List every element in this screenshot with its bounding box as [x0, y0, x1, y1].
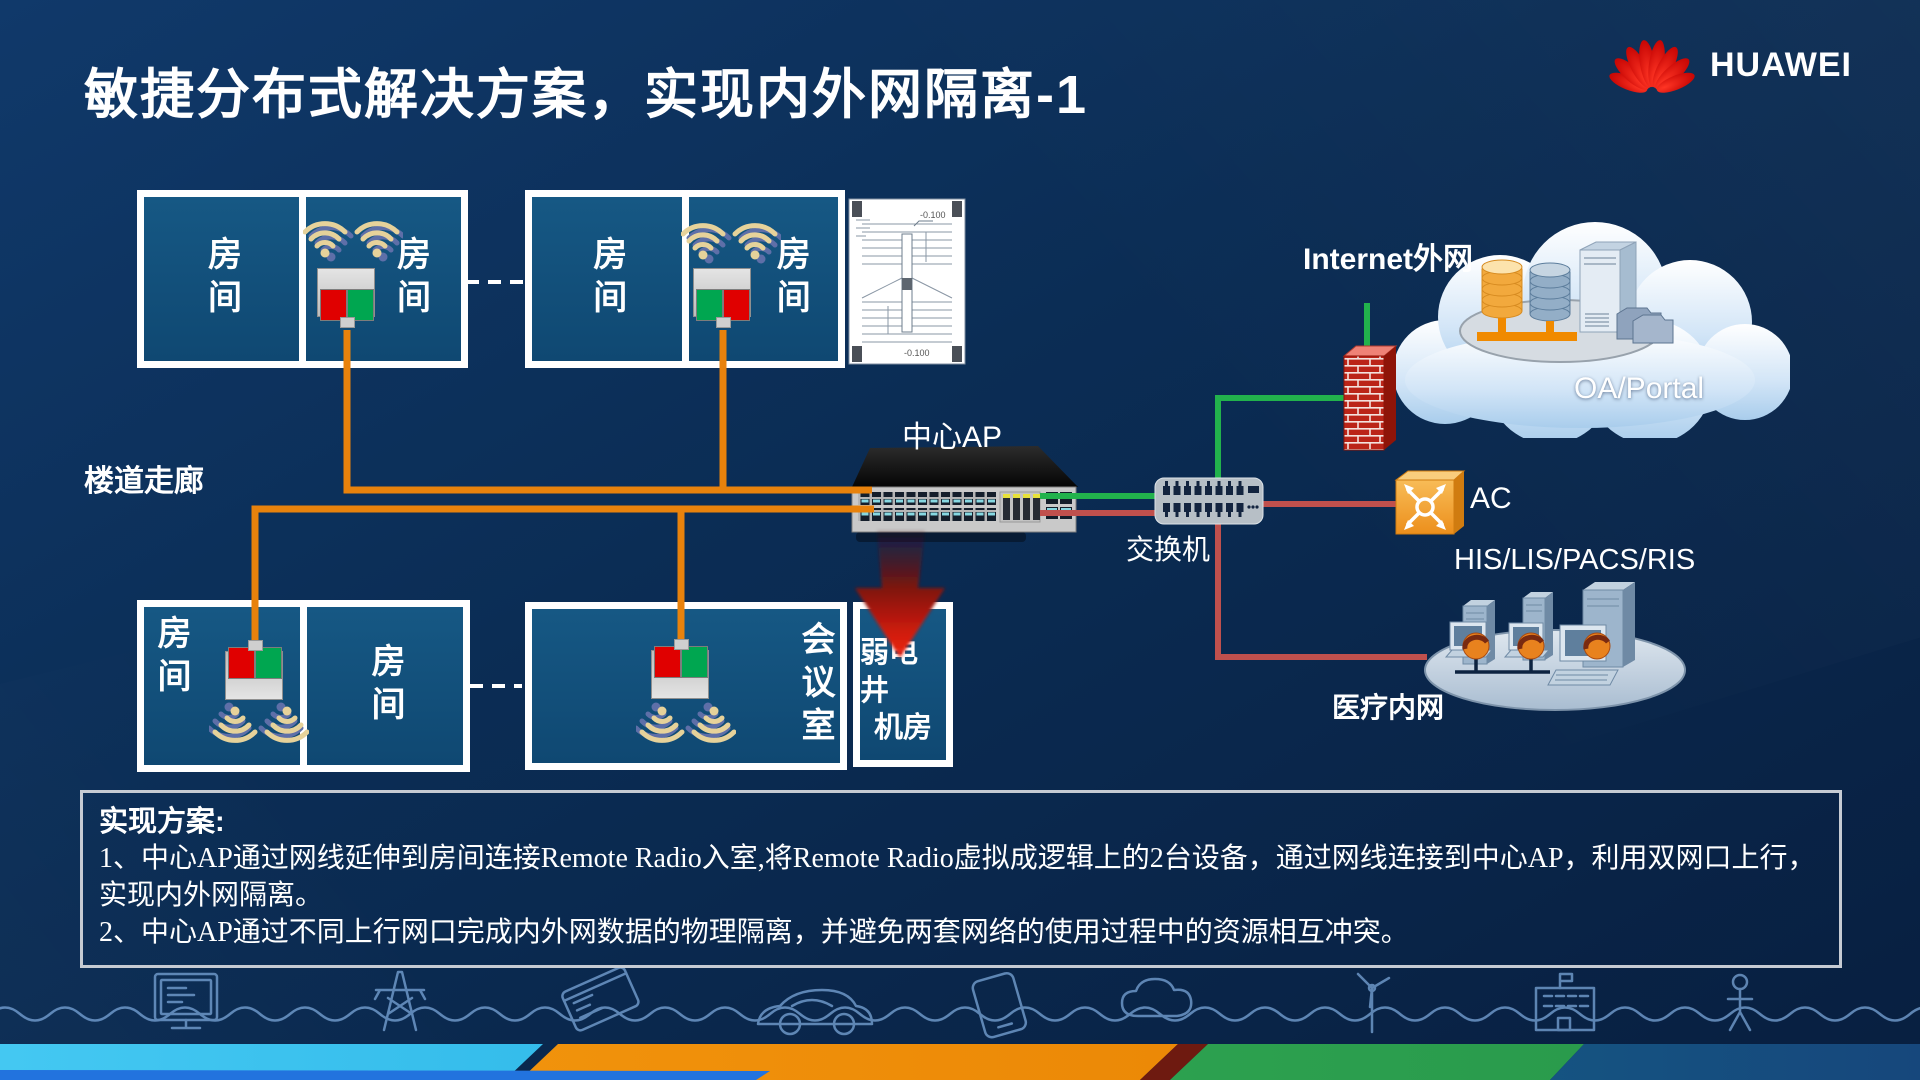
oa-portal-label: OA/Portal: [1574, 372, 1705, 405]
device-connector: [248, 640, 263, 651]
huawei-wordmark: HUAWEI: [1710, 45, 1852, 84]
meeting-room-label: 会议室: [796, 621, 834, 750]
wifi-icon: [209, 702, 309, 754]
wave-line: [0, 1006, 1920, 1022]
solution-item-2: 2、中心AP通过不同上行网口完成内外网数据的物理隔离，并避免两套网络的使用过程中…: [99, 917, 1409, 949]
room-label: 房间: [152, 615, 190, 701]
room-group-top-left: 房间 房间: [137, 190, 468, 368]
remote-radio-device: [225, 640, 283, 700]
ac-label: AC: [1470, 482, 1512, 515]
weak-room-label-2: 机房: [873, 712, 932, 745]
device-connector: [340, 317, 355, 328]
room: 房间: [532, 197, 682, 361]
his-lis-pacs-ris-label: HIS/LIS/PACS/RIS: [1454, 544, 1696, 576]
huawei-logo: HUAWEI: [1608, 34, 1852, 96]
remote-radio-device: [651, 639, 709, 699]
wind-turbine-icon: [1356, 972, 1391, 1034]
device-red-port: [723, 289, 750, 321]
person-icon: [1726, 973, 1754, 1032]
room-label: 房间: [202, 236, 241, 322]
room-label: 房间: [391, 236, 430, 322]
phone-icon: [971, 971, 1028, 1039]
database-icon: [1481, 259, 1523, 319]
central-ap-label: 中心AP: [902, 421, 1003, 454]
device-red-port: [654, 646, 681, 678]
skyline-decoration: [0, 968, 1920, 1039]
database-icon: [1529, 262, 1571, 322]
device-green-port: [255, 647, 282, 679]
down-arrow-icon: [855, 530, 945, 658]
lan-bus: [1477, 318, 1577, 341]
bottom-color-stripe: [0, 1044, 1920, 1080]
device-green-port: [696, 289, 723, 321]
huawei-flower-icon: [1609, 40, 1695, 93]
device-green-port: [681, 646, 708, 678]
stripe-segment-teal: [1550, 1044, 1920, 1080]
device-red-port: [228, 647, 255, 679]
wifi-icon: [303, 210, 403, 262]
stair-elevation-text: -0.100: [904, 348, 930, 358]
internet-cloud-icon: [1393, 222, 1790, 438]
wifi-icon: [681, 212, 781, 264]
lan-switch-icon: [1154, 477, 1264, 525]
solution-heading: 实现方案:: [99, 806, 225, 838]
solution-item-1: 1、中心AP通过网线延伸到房间连接Remote Radio入室,将Remote …: [99, 843, 1816, 912]
staircase-plan-icon: -0.100 -0.100: [848, 198, 966, 365]
firewall-icon: [1342, 345, 1398, 451]
medical-intranet-label: 医疗内网: [1332, 692, 1445, 723]
room: 房间: [144, 197, 299, 361]
internet-label: Internet外网: [1303, 243, 1474, 276]
folder-icon: [1616, 307, 1674, 344]
device-green-port: [347, 289, 374, 321]
wifi-icon: [636, 702, 736, 754]
page-title: 敏捷分布式解决方案，实现内外网隔离-1: [84, 65, 1089, 125]
remote-radio-device: [693, 268, 751, 328]
stripe-segment-green: [1170, 1044, 1584, 1080]
device-connector: [716, 317, 731, 328]
car-icon: [756, 988, 874, 1036]
weak-current-well-box: 弱电井 机房: [853, 602, 953, 767]
stripe-segment-blue: [0, 1070, 770, 1080]
globe-icon: [1462, 632, 1611, 660]
lan-bus: [1455, 659, 1550, 674]
building-icon: [1534, 972, 1596, 1032]
transmission-tower-icon: [373, 970, 427, 1032]
cloud-icon: [1120, 977, 1193, 1018]
stair-elevation-text: -0.100: [920, 210, 946, 220]
ac-router-icon: [1394, 470, 1466, 535]
device-red-port: [320, 289, 347, 321]
device-connector: [674, 639, 689, 650]
monitor-icon: [153, 972, 219, 1030]
room-label: 房间: [771, 236, 810, 322]
bank-card-icon: [561, 968, 640, 1032]
solution-text-box: 实现方案: 1、中心AP通过网线延伸到房间连接Remote Radio入室,将R…: [80, 790, 1842, 968]
room-label: 房间: [366, 643, 404, 729]
corridor-label: 楼道走廊: [84, 465, 204, 498]
remote-radio-device: [317, 268, 375, 328]
room: 房间: [300, 607, 463, 765]
room-label: 房间: [587, 236, 626, 322]
medical-intranet-icon: [1424, 582, 1686, 711]
switch-label: 交换机: [1126, 534, 1211, 565]
